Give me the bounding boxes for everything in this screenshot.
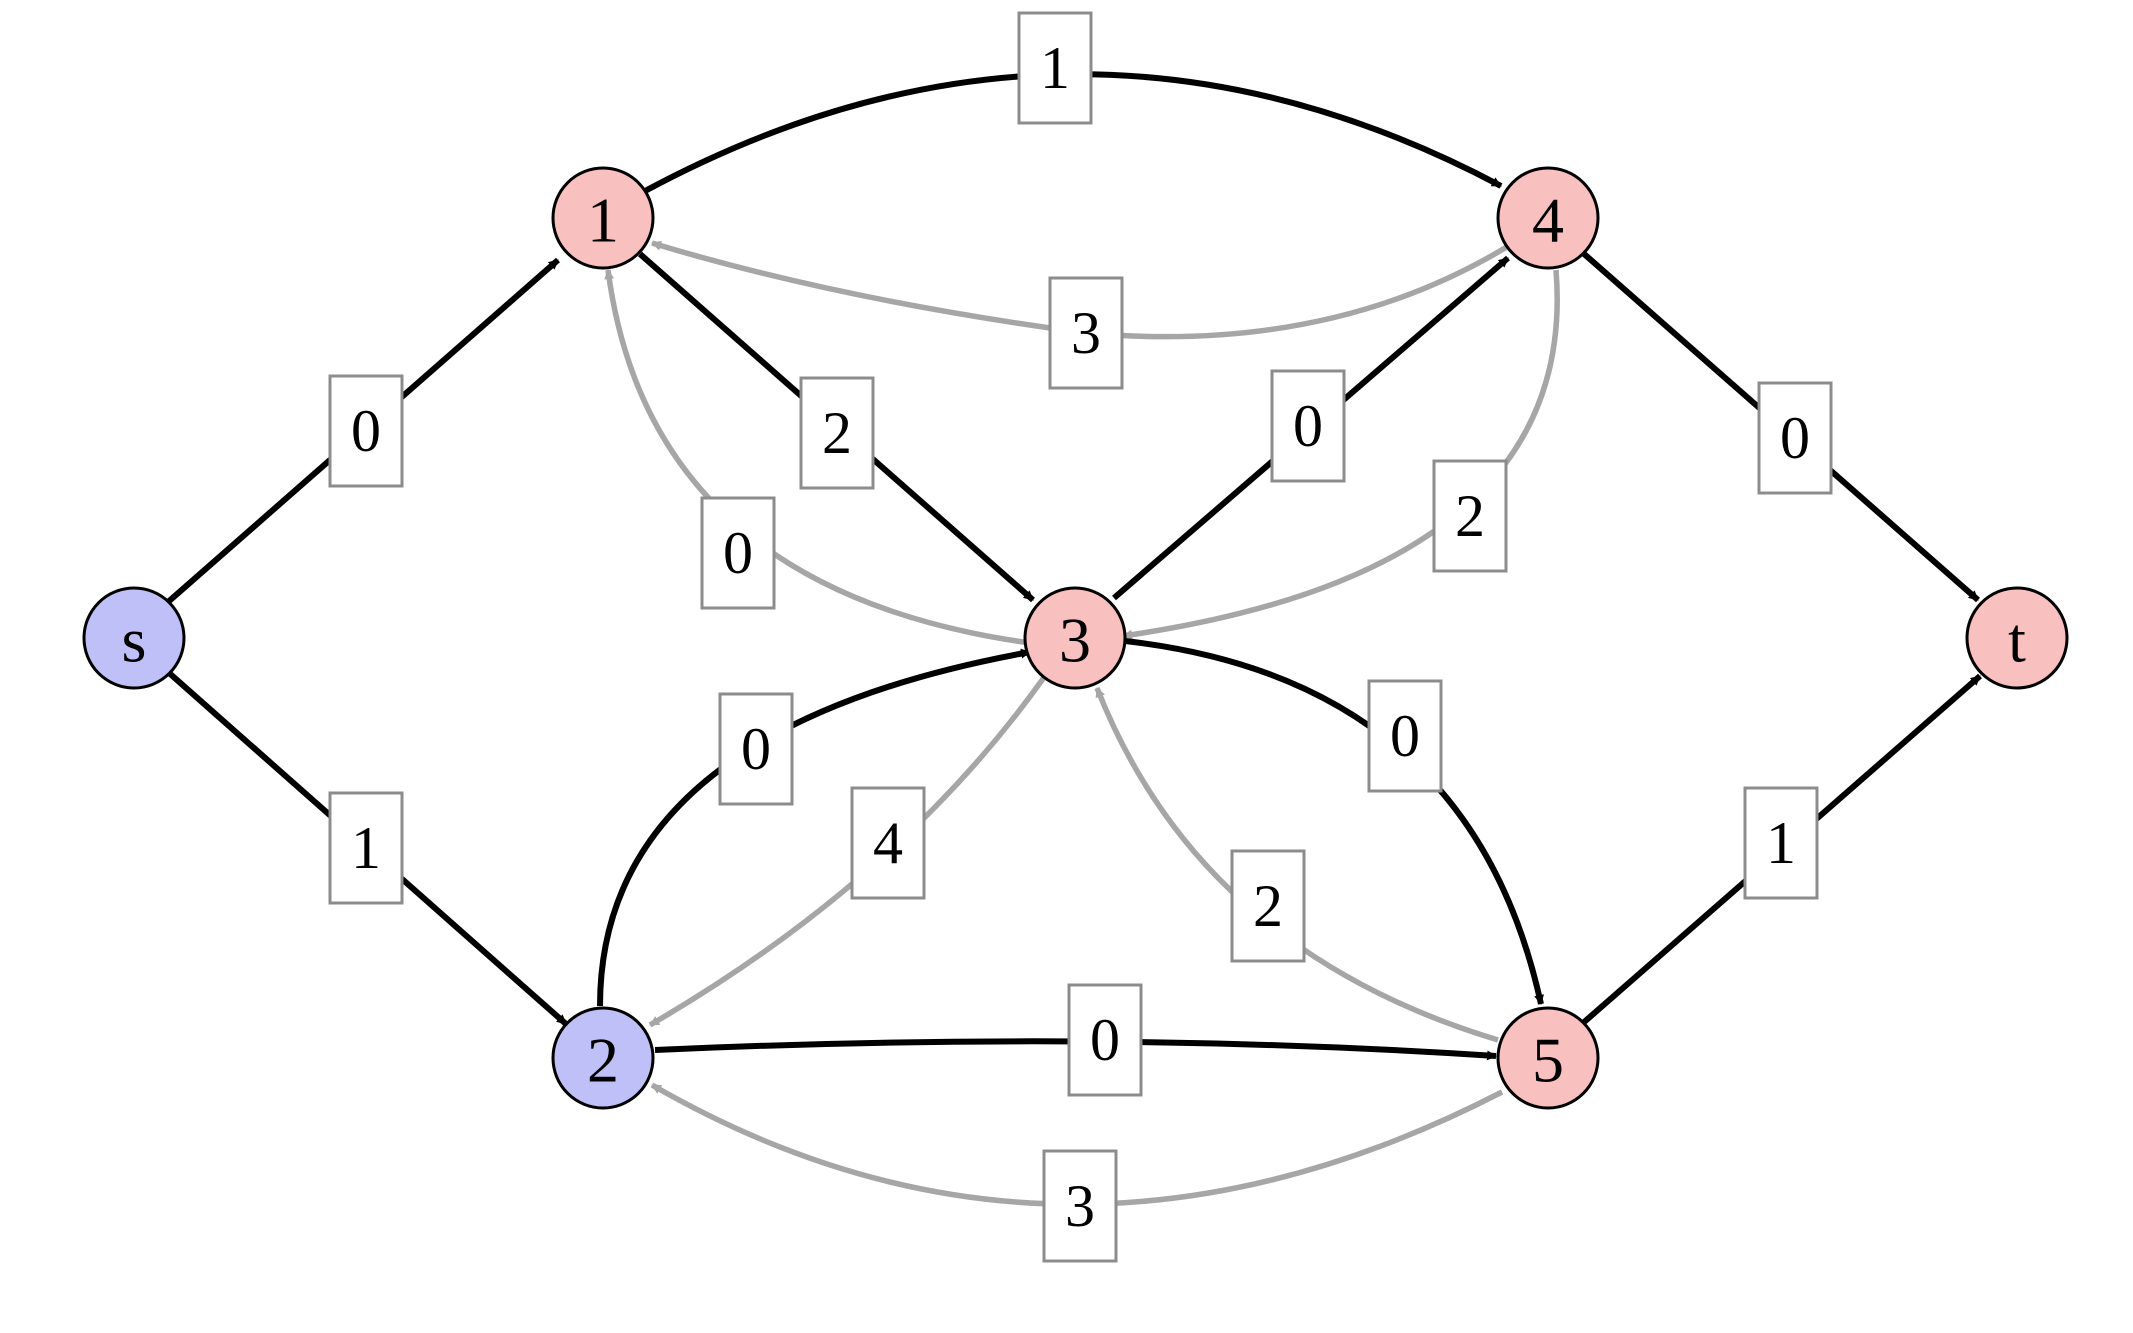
edge-label-box — [1017, 11, 1093, 125]
edge-label-3-1: 0 — [700, 496, 776, 610]
edge-label-box — [1048, 276, 1124, 390]
edge-label-text: 0 — [741, 716, 771, 782]
edge-label-box — [328, 374, 404, 488]
node-label: 5 — [1532, 1025, 1564, 1096]
node-circle — [551, 1006, 655, 1110]
edge-label-text: 3 — [1071, 300, 1101, 366]
edge-label-5-2: 3 — [1042, 1149, 1118, 1263]
edge-label-box — [718, 692, 794, 806]
node-circle — [1965, 586, 2069, 690]
edge-label-text: 0 — [1780, 405, 1810, 471]
edge-label-box — [1230, 849, 1306, 963]
edge-label-text: 2 — [822, 400, 852, 466]
edge-label-1-4: 1 — [1017, 11, 1093, 125]
edge-label-text: 1 — [351, 815, 381, 881]
edge-label-4-t: 0 — [1757, 381, 1833, 495]
edge-label-2-3: 0 — [718, 692, 794, 806]
edge-label-4-1: 3 — [1048, 276, 1124, 390]
edge-label-text: 2 — [1455, 483, 1485, 549]
edge-3-2 — [648, 674, 1048, 1028]
node-label: 2 — [587, 1025, 619, 1096]
node-4: 4 — [1496, 166, 1600, 270]
edge-label-1-3: 2 — [799, 376, 875, 490]
edge-label-box — [1042, 1149, 1118, 1263]
edge-label-text: 3 — [1065, 1173, 1095, 1239]
node-2: 2 — [551, 1006, 655, 1110]
node-layer: s 1 2 3 4 5 t — [82, 166, 2069, 1110]
edge-label-5-t: 1 — [1743, 786, 1819, 900]
edge-label-text: 0 — [723, 520, 753, 586]
node-label: 4 — [1532, 185, 1564, 256]
node-label: 3 — [1059, 605, 1091, 676]
edge-label-box — [1270, 369, 1346, 483]
node-s: s — [82, 586, 186, 690]
edge-label-box — [1067, 983, 1143, 1097]
edge-label-text: 0 — [351, 398, 381, 464]
edge-label-s-1: 0 — [328, 374, 404, 488]
edge-label-s-2: 1 — [328, 791, 404, 905]
edge-label-text: 4 — [873, 810, 903, 876]
edge-label-text: 0 — [1090, 1007, 1120, 1073]
node-circle — [551, 166, 655, 270]
edge-label-box — [700, 496, 776, 610]
edge-3-5 — [1124, 638, 1544, 1005]
node-1: 1 — [551, 166, 655, 270]
node-label: 1 — [587, 185, 619, 256]
edge-label-2-5: 0 — [1067, 983, 1143, 1097]
edge-label-text: 1 — [1040, 35, 1070, 101]
edge-label-box — [1367, 679, 1443, 793]
node-label: t — [2008, 605, 2026, 676]
edge-label-4-3: 2 — [1432, 459, 1508, 573]
edge-label-box — [328, 791, 404, 905]
node-5: 5 — [1496, 1006, 1600, 1110]
edge-label-3-5: 0 — [1367, 679, 1443, 793]
edge-2-3 — [597, 648, 1031, 1007]
node-circle — [1496, 166, 1600, 270]
edge-label-box — [850, 786, 926, 900]
edge-label-text: 0 — [1293, 393, 1323, 459]
node-circle — [1023, 586, 1127, 690]
edge-label-box — [1757, 381, 1833, 495]
node-circle — [82, 586, 186, 690]
edge-label-layer: 0 1 1 3 2 0 0 2 0 0 4 0 2 0 3 1 — [328, 11, 1833, 1263]
edge-label-box — [1743, 786, 1819, 900]
edge-label-3-4: 0 — [1270, 369, 1346, 483]
edge-label-text: 2 — [1253, 873, 1283, 939]
edge-label-box — [1432, 459, 1508, 573]
edge-label-3-2: 4 — [850, 786, 926, 900]
node-label: s — [122, 605, 147, 676]
edge-label-box — [799, 376, 875, 490]
node-circle — [1496, 1006, 1600, 1110]
edge-label-text: 0 — [1390, 703, 1420, 769]
node-t: t — [1965, 586, 2069, 690]
edge-label-5-3: 2 — [1230, 849, 1306, 963]
edge-label-text: 1 — [1766, 810, 1796, 876]
node-3: 3 — [1023, 586, 1127, 690]
